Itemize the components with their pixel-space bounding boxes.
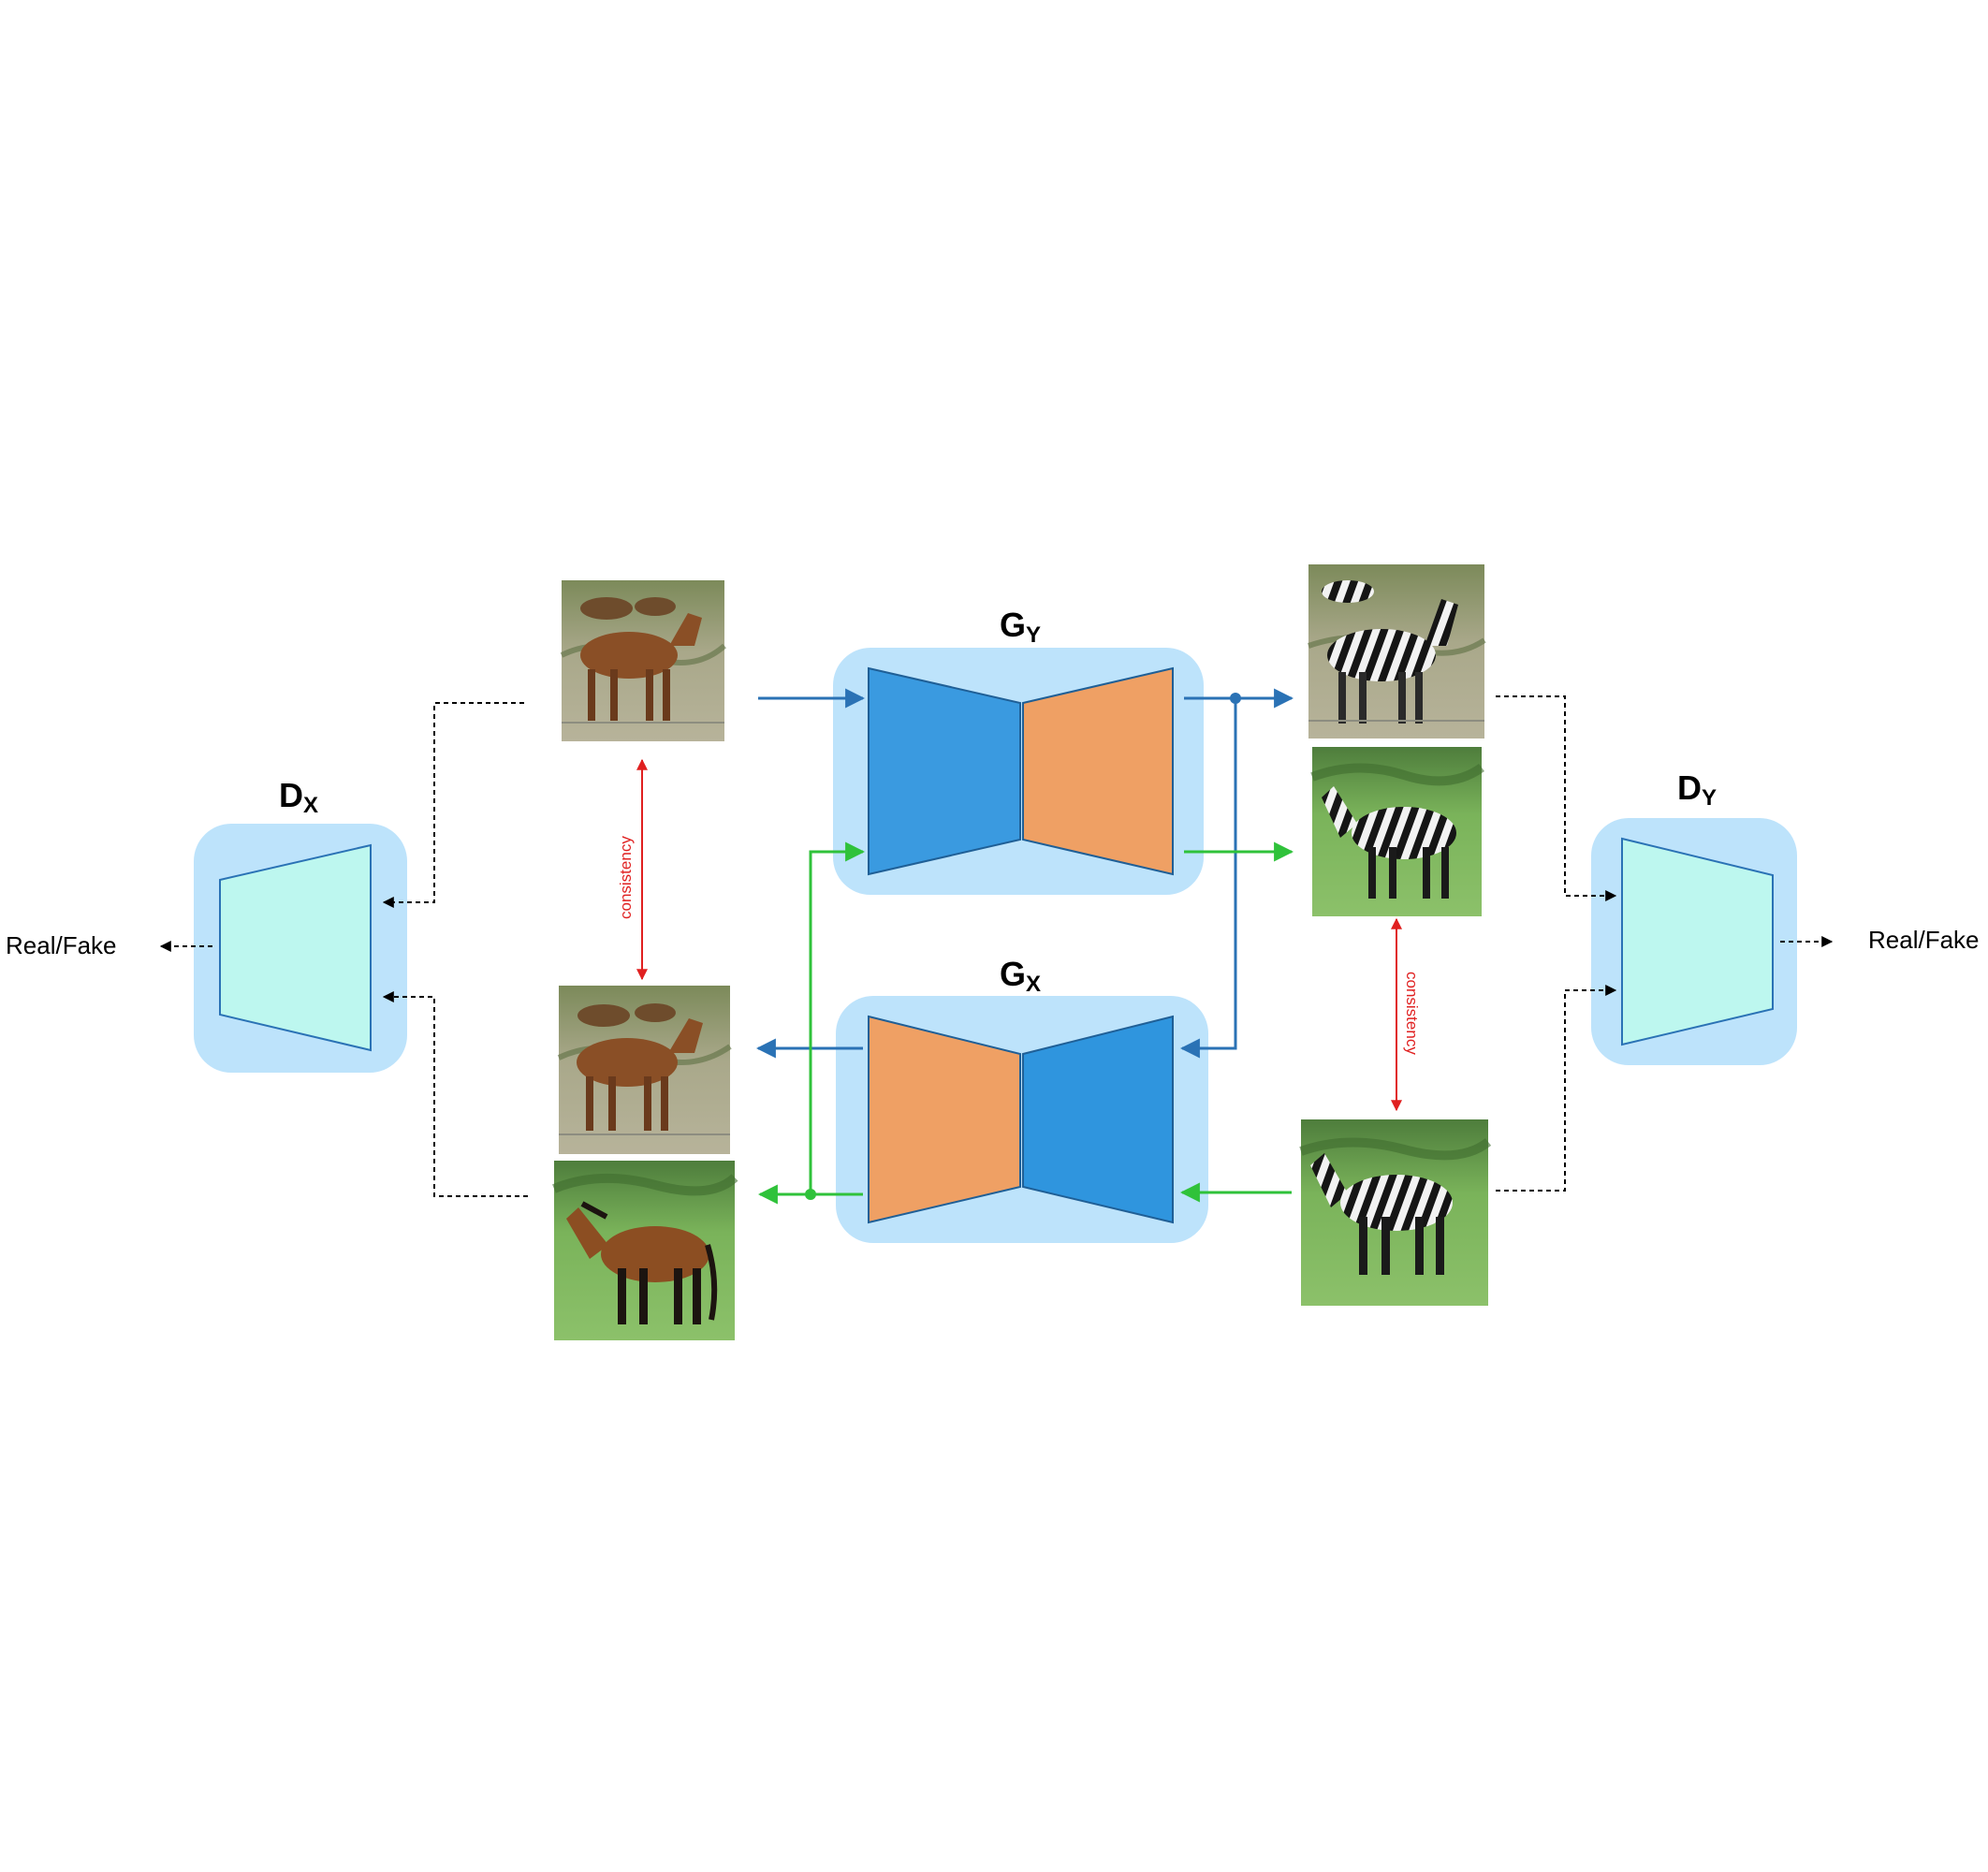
consistency-right: consistency (1391, 917, 1421, 1112)
discriminator-y: DY Real/Fake (1591, 768, 1980, 1065)
generator-y: GY (833, 606, 1204, 895)
discriminator-x-subscript: X (303, 793, 318, 818)
horse-generated-to-dx-path (382, 991, 528, 1197)
generator-y-letter: G (1000, 606, 1026, 644)
zebra-generated-to-dy-path (1496, 695, 1617, 901)
discriminator-x-output-label: Real/Fake (6, 931, 117, 959)
discriminator-y-title: DY (1677, 768, 1717, 811)
discriminator-x: DX Real/Fake (6, 776, 407, 1073)
generator-x-letter: G (1000, 955, 1026, 993)
horse-generated-grass-icon (552, 1161, 738, 1340)
zebra-real-grass-icon (1299, 1119, 1492, 1306)
generator-y-subscript: Y (1026, 622, 1041, 648)
discriminator-x-title: DX (279, 776, 318, 818)
zebra-to-gx-path (1179, 698, 1237, 1059)
generator-y-decoder (1022, 666, 1174, 876)
discriminator-y-shape (1621, 837, 1774, 1046)
generator-x-subscript: X (1026, 972, 1041, 997)
discriminator-x-letter: D (279, 776, 303, 814)
horse-real-to-dx-path (382, 702, 524, 908)
generator-x: GX (836, 955, 1208, 1243)
consistency-right-label: consistency (1403, 972, 1421, 1055)
generator-x-decoder (868, 1015, 1021, 1224)
generator-x-title: GX (1000, 955, 1041, 997)
consistency-left: consistency (617, 758, 648, 981)
generator-x-encoder (1022, 1015, 1174, 1224)
zebra-reconstructed-grass-icon (1310, 747, 1484, 916)
discriminator-y-output-label: Real/Fake (1868, 926, 1980, 954)
horse-real-field-icon (560, 580, 726, 741)
discriminator-y-subscript: Y (1702, 785, 1717, 811)
generator-y-encoder (868, 666, 1021, 876)
green-paths (757, 841, 1294, 1205)
zebra-real-to-dy-path (1496, 985, 1617, 1192)
discriminator-y-letter: D (1677, 768, 1702, 807)
zebra-generated-field-icon (1308, 564, 1486, 739)
dashed-connectors (382, 695, 1617, 1197)
discriminator-x-shape (219, 843, 372, 1052)
horse-reconstructed-field-icon (557, 986, 732, 1154)
generator-y-title: GY (1000, 606, 1041, 648)
horse-generated-to-gy-path (809, 841, 866, 1194)
consistency-left-label: consistency (617, 836, 635, 919)
